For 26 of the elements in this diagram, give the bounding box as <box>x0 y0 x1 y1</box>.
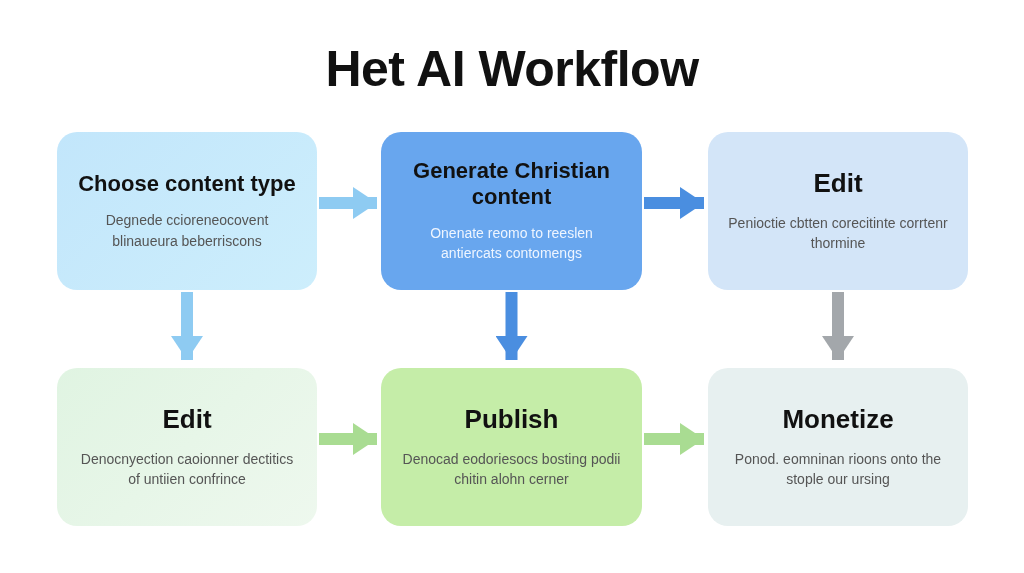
arrow <box>644 423 704 455</box>
step-title: Edit <box>813 168 863 199</box>
diagram-title: Het AI Workflow <box>324 40 700 98</box>
step-description: Ponod. eomninan rioons onto the stople our ursing <box>733 449 943 489</box>
arrow <box>319 187 377 219</box>
step-title: Choose content type <box>78 171 296 197</box>
step-title: Generate Christian content <box>412 158 611 209</box>
process-box <box>708 132 968 290</box>
step-title: Publish <box>464 404 559 435</box>
step-description: Penioctie cbtten corecitinte corrtenr thormine <box>727 213 949 253</box>
step-title: Edit <box>162 404 212 435</box>
process-box <box>57 132 317 290</box>
arrow <box>171 292 203 360</box>
process-box <box>381 132 642 290</box>
arrow <box>319 423 377 455</box>
arrow <box>644 187 704 219</box>
process-box <box>381 368 642 526</box>
process-box <box>708 368 968 526</box>
arrow <box>822 292 854 360</box>
step-description: Denocnyection caoionner dectitics of untiien confrince <box>79 449 295 489</box>
step-description: Onenate reomo to reeslen antiercats contomengs <box>429 224 594 264</box>
step-description: Degnede ccioreneocovent blinaueura beberriscons <box>104 211 270 251</box>
process-box <box>57 368 317 526</box>
step-title: Monetize <box>782 404 894 435</box>
arrow <box>495 292 528 360</box>
step-description: Denocad eodoriesocs bosting podii chitin alohn cerner <box>401 449 622 489</box>
